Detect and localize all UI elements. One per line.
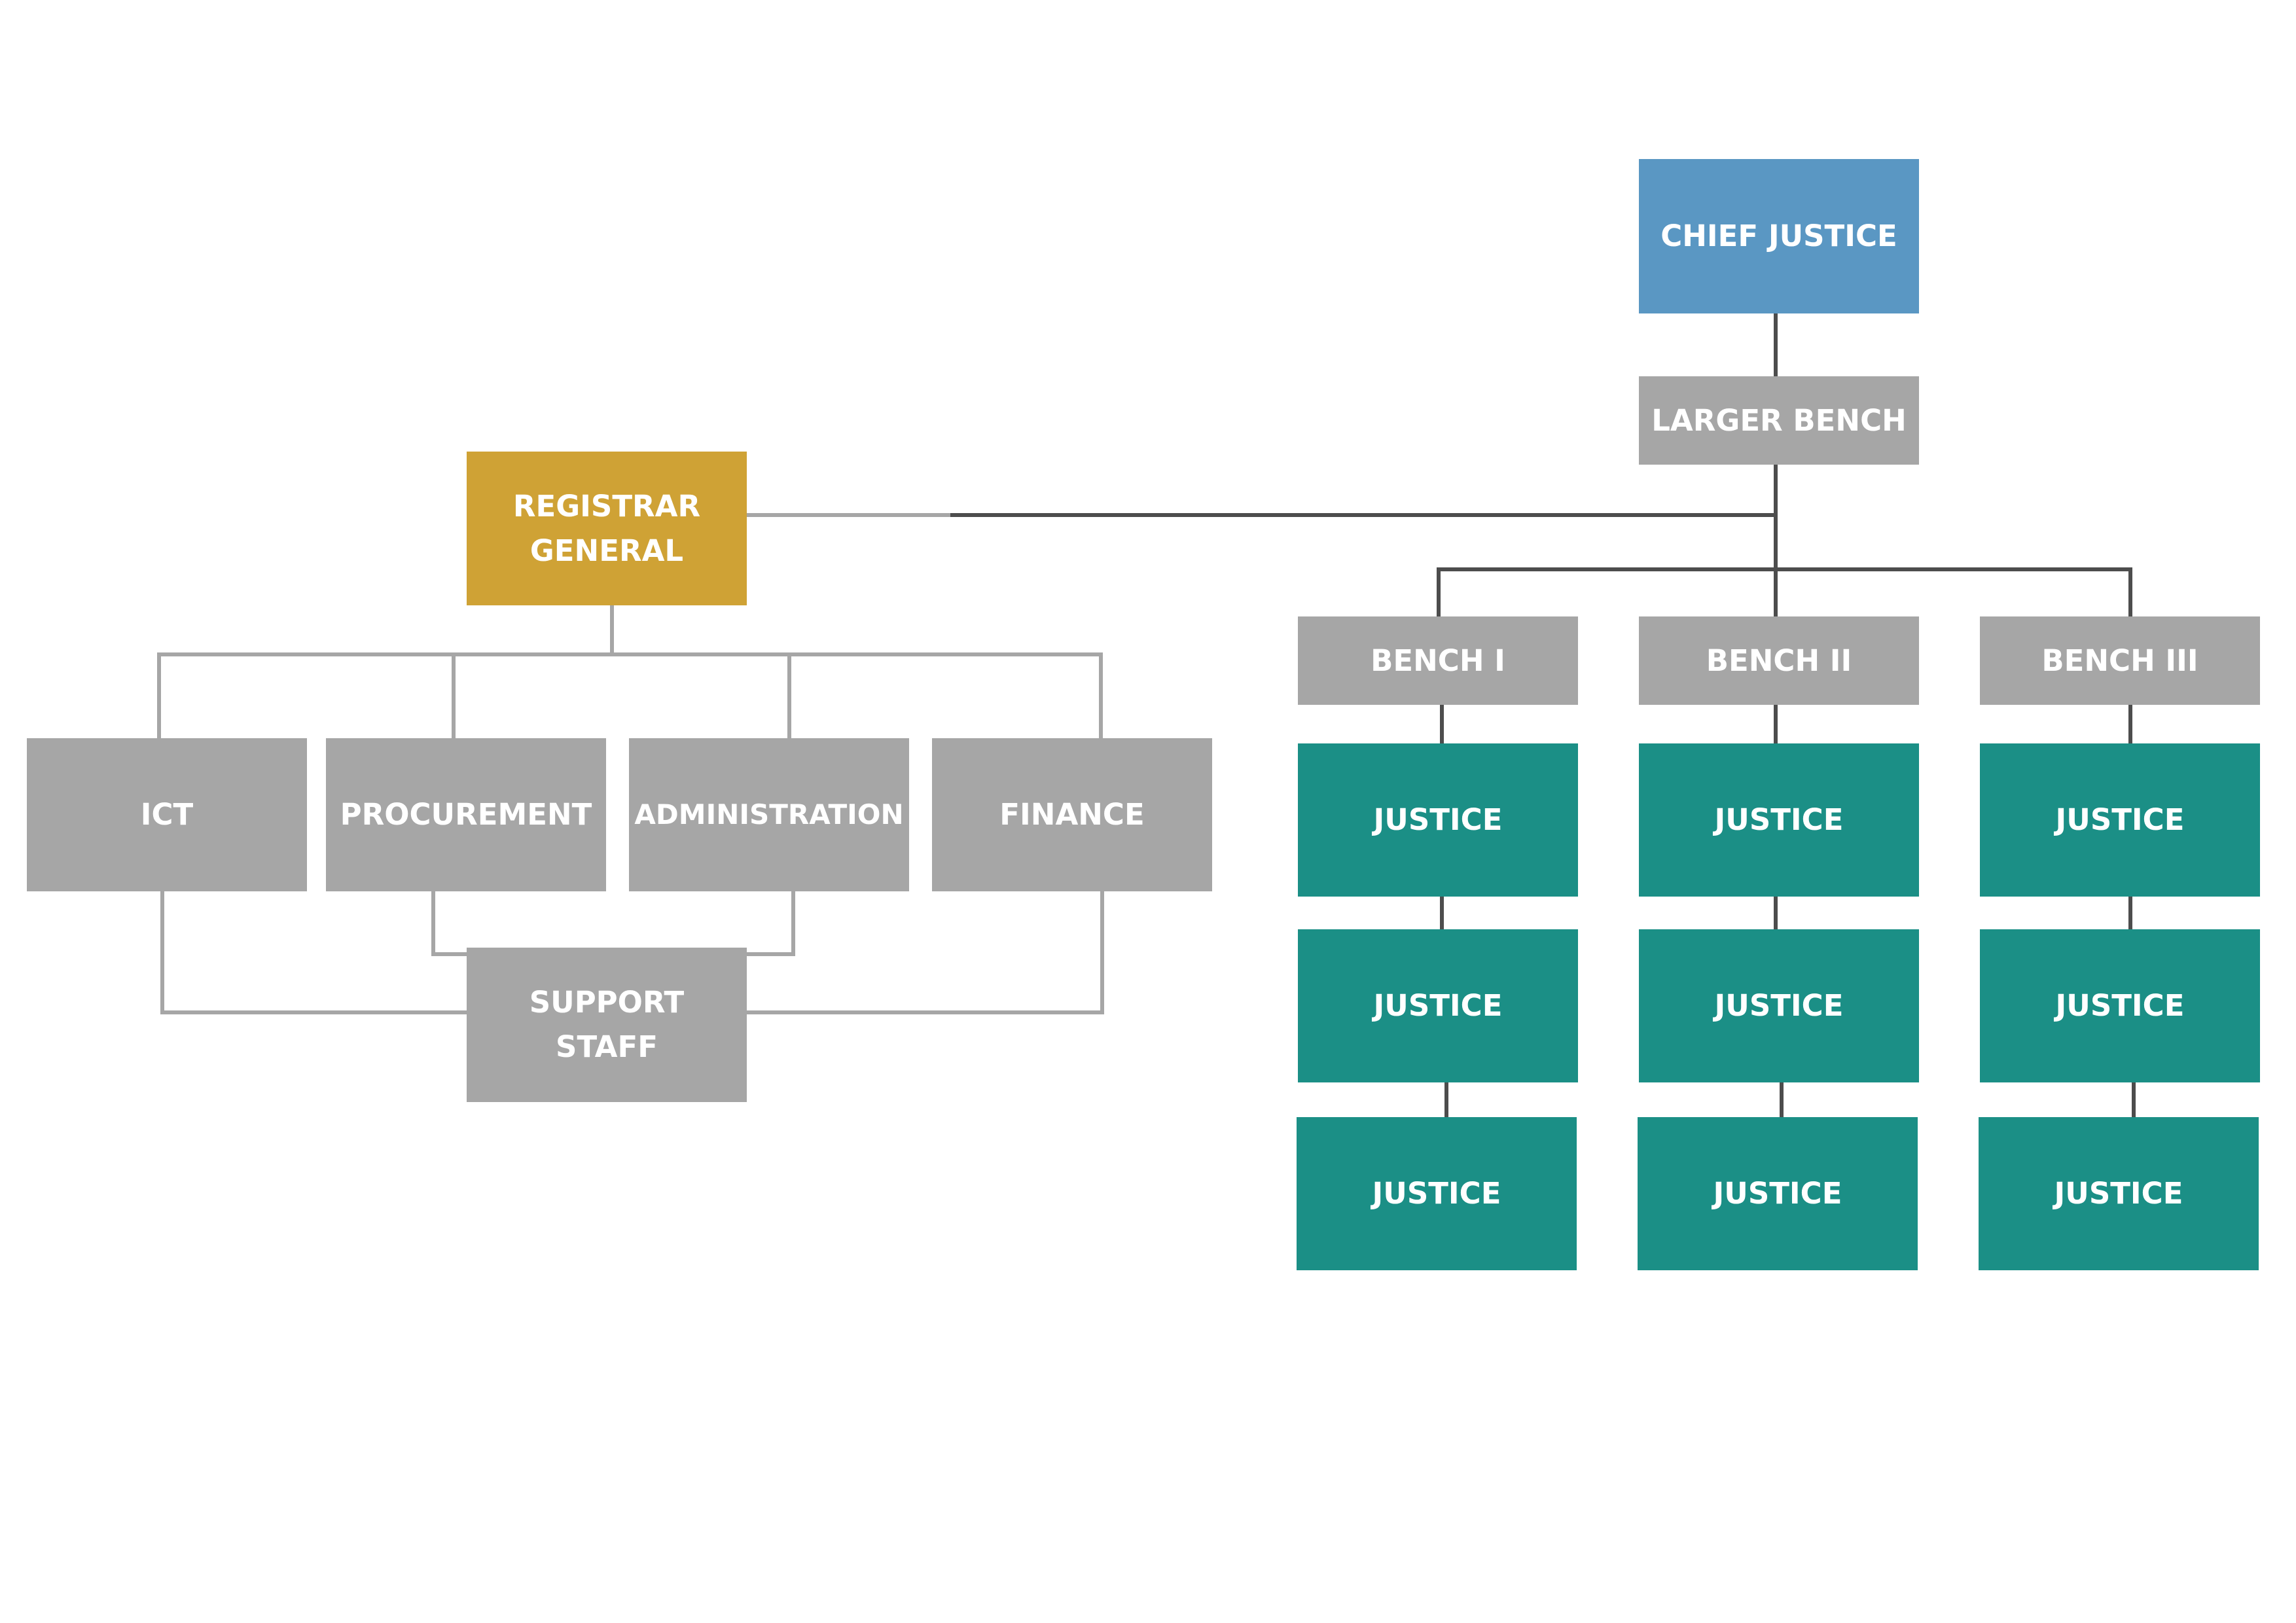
connector-line xyxy=(746,891,1104,1014)
finance-box: FINANCE xyxy=(932,738,1212,891)
justice-box: JUSTICE xyxy=(1980,743,2260,897)
justice-box: JUSTICE xyxy=(1980,929,2260,1082)
justice-box: JUSTICE xyxy=(1639,929,1919,1082)
justice-box: JUSTICE xyxy=(1297,1117,1577,1270)
justice-box: JUSTICE xyxy=(1638,1117,1918,1270)
procurement-box: PROCUREMENT xyxy=(326,738,606,891)
ict-box: ICT xyxy=(27,738,307,891)
bench-2-box: BENCH II xyxy=(1639,616,1919,705)
larger-bench-box: LARGER BENCH xyxy=(1639,376,1919,465)
justice-box: JUSTICE xyxy=(1298,929,1578,1082)
registrar-general-box: REGISTRAR GENERAL xyxy=(467,452,747,605)
connector-line xyxy=(160,891,468,1014)
support-staff-box: SUPPORT STAFF xyxy=(467,948,747,1102)
justice-box: JUSTICE xyxy=(1639,743,1919,897)
justice-box: JUSTICE xyxy=(1979,1117,2259,1270)
bench-1-box: BENCH I xyxy=(1298,616,1578,705)
justice-box: JUSTICE xyxy=(1298,743,1578,897)
connector-line xyxy=(431,891,795,956)
bench-3-box: BENCH III xyxy=(1980,616,2260,705)
administration-box: ADMINISTRATION xyxy=(629,738,909,891)
chief-justice-box: CHIEF JUSTICE xyxy=(1639,159,1919,313)
